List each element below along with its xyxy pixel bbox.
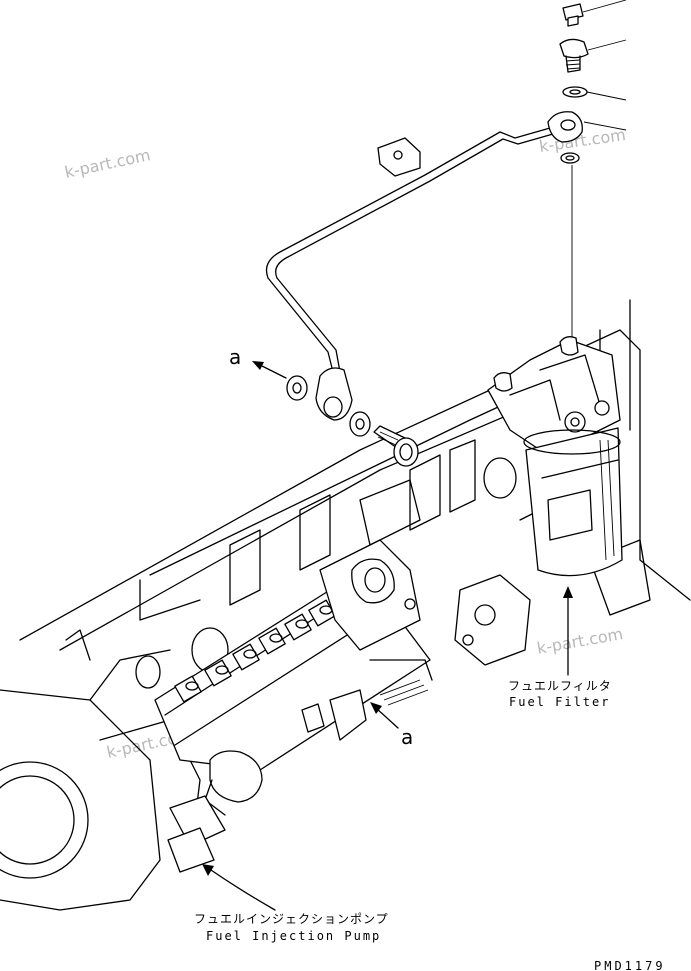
watermark: k-part.com bbox=[63, 145, 152, 182]
injection-pump-label-jp: フュエルインジェクションポンプ bbox=[194, 912, 389, 926]
injection-pump-label-en: Fuel Injection Pump bbox=[206, 929, 381, 943]
labels: a a フュエルフィルタ Fuel Filter フュエルインジェクションポンプ… bbox=[194, 345, 666, 971]
lower-fittings bbox=[252, 361, 419, 467]
fuel-pipe bbox=[265, 111, 583, 421]
watermark: k-part.com bbox=[535, 624, 624, 658]
callout-label-a-top: a bbox=[229, 345, 241, 369]
top-fittings bbox=[559, 0, 627, 345]
callout-label-a-bottom: a bbox=[401, 725, 413, 749]
drawing-code: PMD1179 bbox=[594, 959, 666, 971]
fuel-filter bbox=[487, 336, 623, 676]
fuel-filter-label-en: Fuel Filter bbox=[509, 695, 610, 709]
fuel-filter-label-jp: フュエルフィルタ bbox=[508, 679, 612, 693]
delivery-valves bbox=[174, 599, 336, 703]
engine-block bbox=[0, 299, 691, 911]
fuel-injection-pump bbox=[154, 539, 433, 911]
